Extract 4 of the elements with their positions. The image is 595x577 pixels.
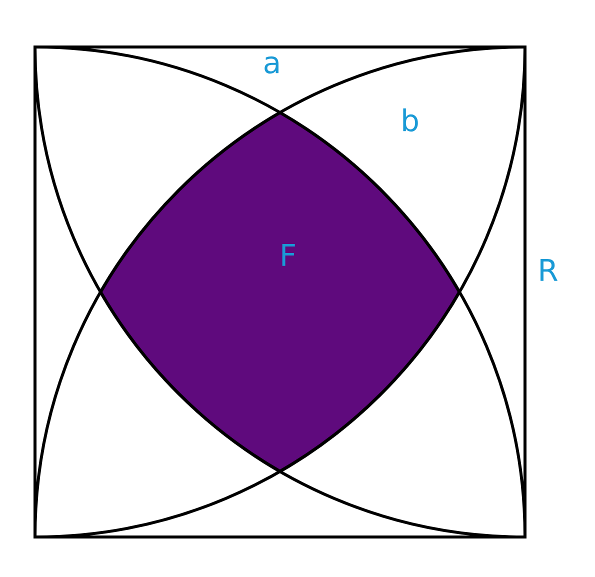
math-label: R (540, 259, 558, 281)
math-label: a (264, 56, 278, 74)
math-label: b (403, 108, 418, 132)
math-label: F (282, 244, 295, 266)
